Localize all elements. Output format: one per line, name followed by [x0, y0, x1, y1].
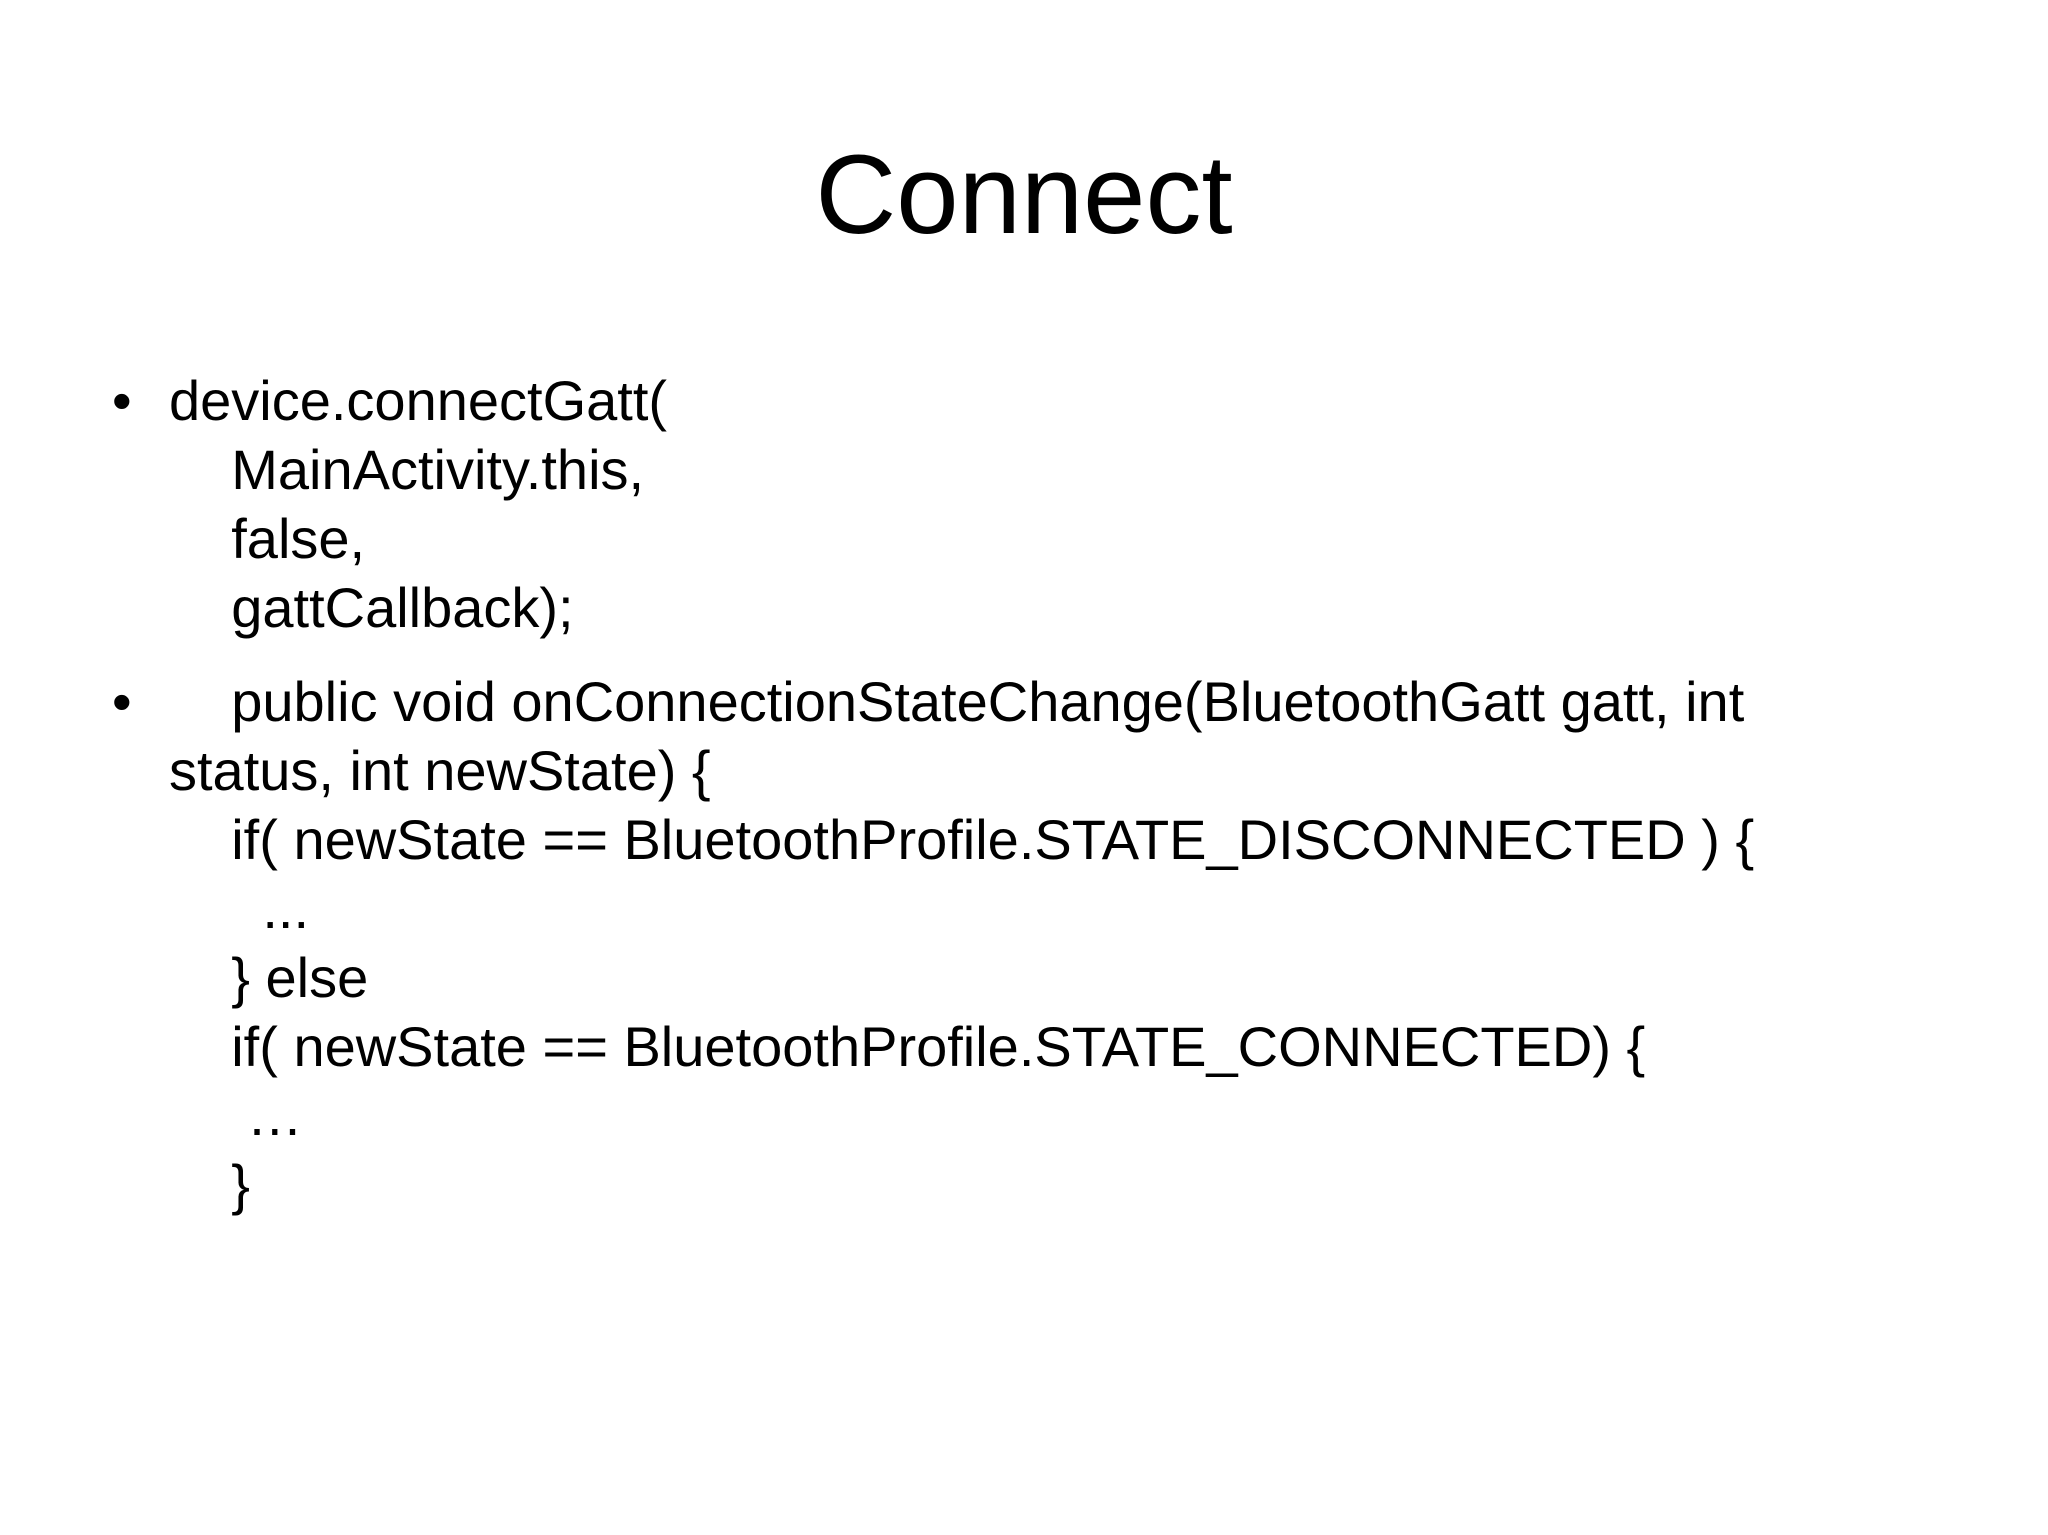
code-line: MainActivity.this,	[169, 438, 645, 501]
code-line: if( newState == BluetoothProfile.STATE_C…	[169, 1015, 1646, 1078]
code-line: if( newState == BluetoothProfile.STATE_D…	[169, 808, 1755, 871]
bullet-icon: •	[112, 369, 132, 432]
code-line: device.connectGatt(	[169, 369, 668, 432]
code-snippet: device.connectGatt( MainActivity.this, f…	[169, 366, 2019, 642]
slide-title: Connect	[815, 132, 1233, 257]
code-line: public void onConnectionStateChange(Blue…	[169, 670, 1745, 733]
bullet-icon: •	[112, 670, 132, 733]
code-line: false,	[169, 507, 366, 570]
code-line: ...	[169, 877, 310, 940]
code-line: gattCallback);	[169, 576, 574, 639]
code-snippet: public void onConnectionStateChange(Blue…	[169, 667, 2019, 1219]
code-line: …	[169, 1084, 303, 1147]
code-line: status, int newState) {	[169, 739, 711, 802]
code-line: } else	[169, 946, 369, 1009]
code-line: }	[169, 1153, 250, 1216]
